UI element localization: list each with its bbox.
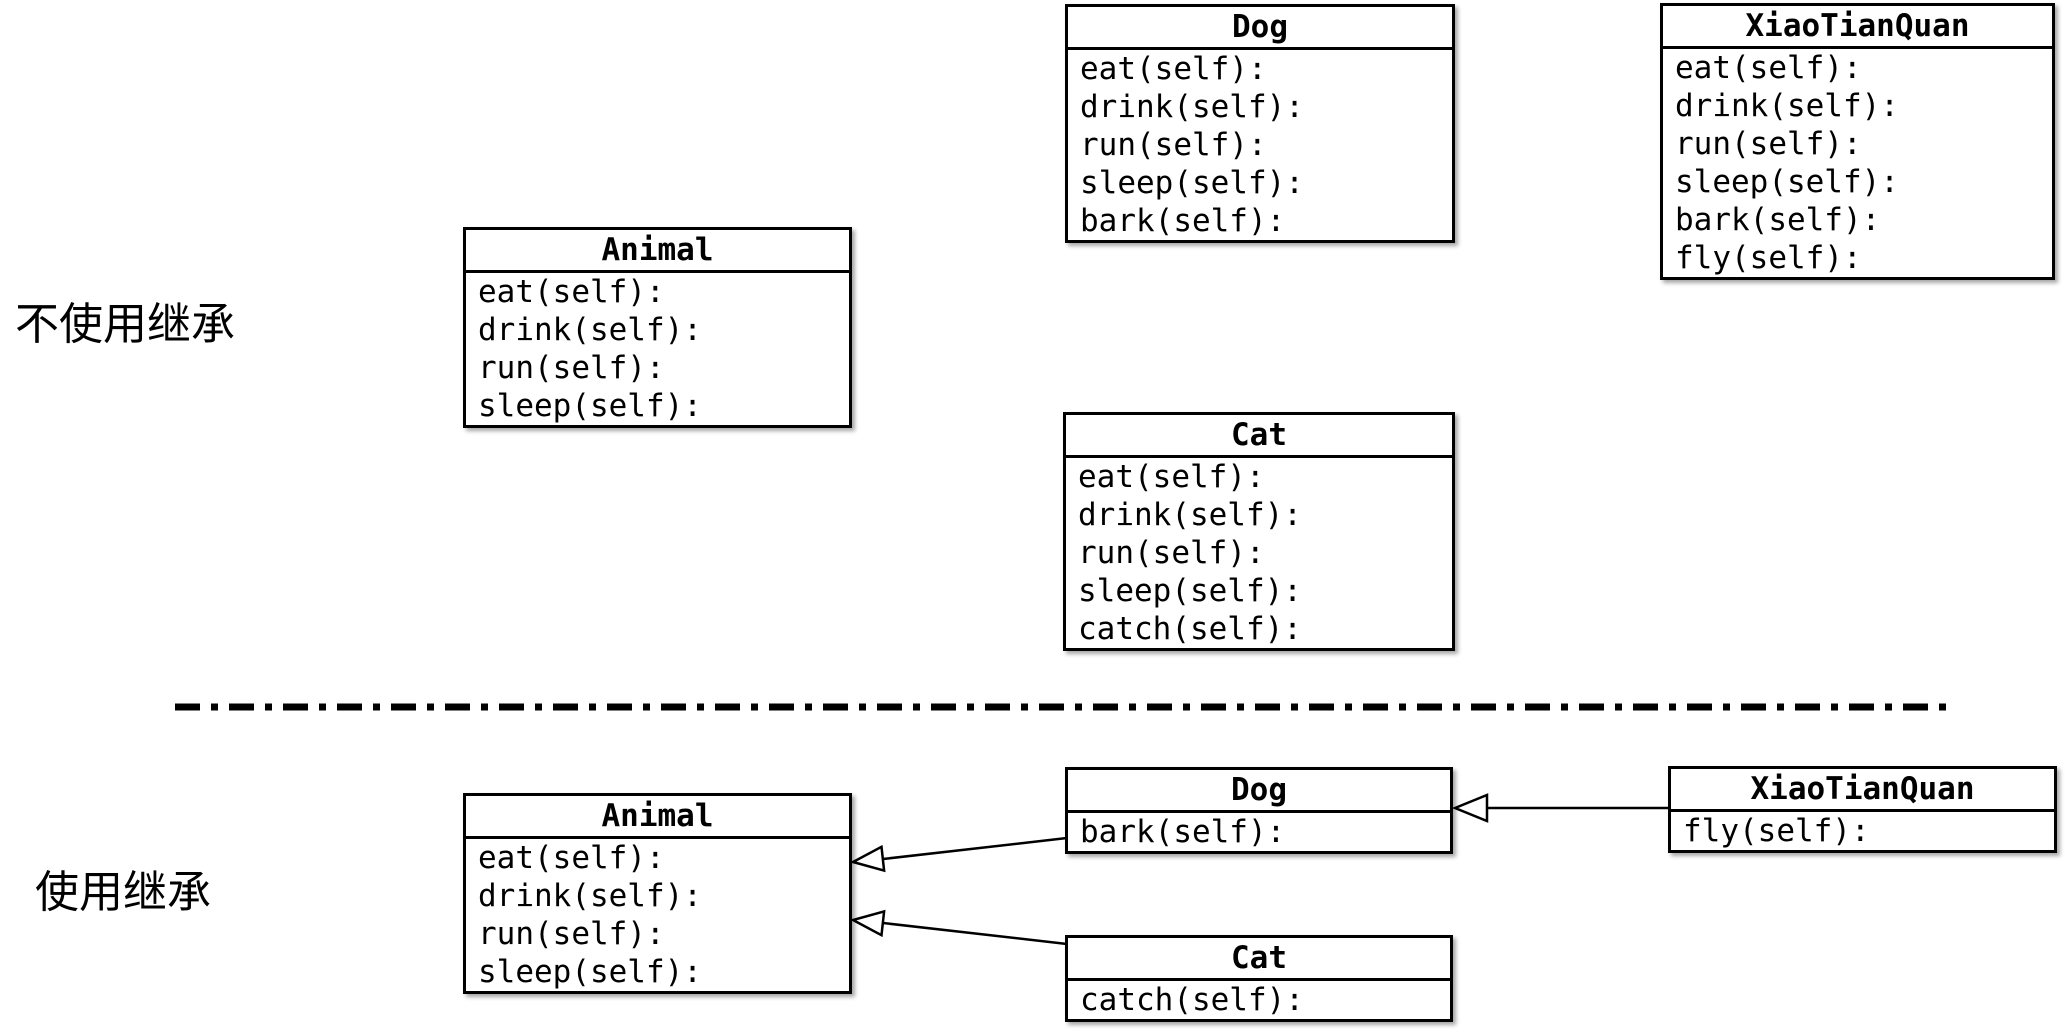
arrowhead-open-triangle xyxy=(849,909,886,938)
class-box-cat-top: Cat eat(self): drink(self): run(self): s… xyxy=(1063,412,1455,651)
class-box-dog-top: Dog eat(self): drink(self): run(self): s… xyxy=(1065,4,1455,243)
class-box-xiaotianquan-top: XiaoTianQuan eat(self): drink(self): run… xyxy=(1660,3,2055,280)
class-method: drink(self): xyxy=(1675,88,1899,124)
class-title-cat: Cat xyxy=(1066,415,1452,458)
class-box-cat-bottom: Cat catch(self): xyxy=(1065,935,1453,1022)
class-title-xiaotianquan: XiaoTianQuan xyxy=(1671,769,2054,812)
inheritance-arrow-cat-animal xyxy=(849,909,1068,946)
class-title-dog: Dog xyxy=(1068,7,1452,50)
class-method-list: eat(self): drink(self): run(self): sleep… xyxy=(466,273,849,425)
arrowhead-open-triangle xyxy=(849,844,886,873)
class-method: sleep(self): xyxy=(478,388,702,424)
class-method-list: eat(self): drink(self): run(self): sleep… xyxy=(1068,50,1452,240)
class-method: sleep(self): xyxy=(1675,164,1899,200)
class-method-list: eat(self): drink(self): run(self): sleep… xyxy=(1066,458,1452,648)
class-title-cat: Cat xyxy=(1068,938,1450,981)
class-method-list: fly(self): xyxy=(1671,812,2054,850)
class-method: drink(self): xyxy=(1080,89,1304,125)
class-method-list: bark(self): xyxy=(1068,813,1450,851)
class-title-animal: Animal xyxy=(466,230,849,273)
class-method: drink(self): xyxy=(1078,497,1302,533)
class-method: run(self): xyxy=(1080,127,1267,163)
class-method: bark(self): xyxy=(1675,202,1881,238)
inheritance-arrow-xiaotianquan-dog xyxy=(1451,793,1668,823)
class-method: run(self): xyxy=(478,916,665,952)
class-method: eat(self): xyxy=(478,840,665,876)
class-title-animal: Animal xyxy=(466,796,849,839)
class-method-list: catch(self): xyxy=(1068,981,1450,1019)
class-method: drink(self): xyxy=(478,878,702,914)
class-method: run(self): xyxy=(1675,126,1862,162)
class-method: fly(self): xyxy=(1683,813,1870,849)
class-method: eat(self): xyxy=(1080,51,1267,87)
class-method: eat(self): xyxy=(478,274,665,310)
class-method: fly(self): xyxy=(1675,240,1862,276)
class-method: bark(self): xyxy=(1080,814,1286,850)
class-box-xiaotianquan-bottom: XiaoTianQuan fly(self): xyxy=(1668,766,2057,853)
class-method: sleep(self): xyxy=(1080,165,1304,201)
class-method: drink(self): xyxy=(478,312,702,348)
class-method: bark(self): xyxy=(1080,203,1286,239)
class-method: sleep(self): xyxy=(1078,573,1302,609)
class-method-list: eat(self): drink(self): run(self): sleep… xyxy=(1663,49,2052,277)
class-method: eat(self): xyxy=(1078,459,1265,495)
class-title-dog: Dog xyxy=(1068,770,1450,813)
class-method: sleep(self): xyxy=(478,954,702,990)
class-box-dog-bottom: Dog bark(self): xyxy=(1065,767,1453,854)
class-method: eat(self): xyxy=(1675,50,1862,86)
section-label-no-inheritance: 不使用继承 xyxy=(15,300,235,349)
class-method: run(self): xyxy=(478,350,665,386)
class-method-list: eat(self): drink(self): run(self): sleep… xyxy=(466,839,849,991)
class-title-xiaotianquan: XiaoTianQuan xyxy=(1663,6,2052,49)
class-method: catch(self): xyxy=(1080,982,1304,1018)
class-method: catch(self): xyxy=(1078,611,1302,647)
inheritance-arrow-dog-animal xyxy=(849,836,1068,873)
class-box-animal-bottom: Animal eat(self): drink(self): run(self)… xyxy=(463,793,852,994)
section-label-inheritance: 使用继承 xyxy=(35,868,211,917)
class-box-animal-top: Animal eat(self): drink(self): run(self)… xyxy=(463,227,852,428)
class-method: run(self): xyxy=(1078,535,1265,571)
arrowhead-open-triangle xyxy=(1451,793,1489,823)
